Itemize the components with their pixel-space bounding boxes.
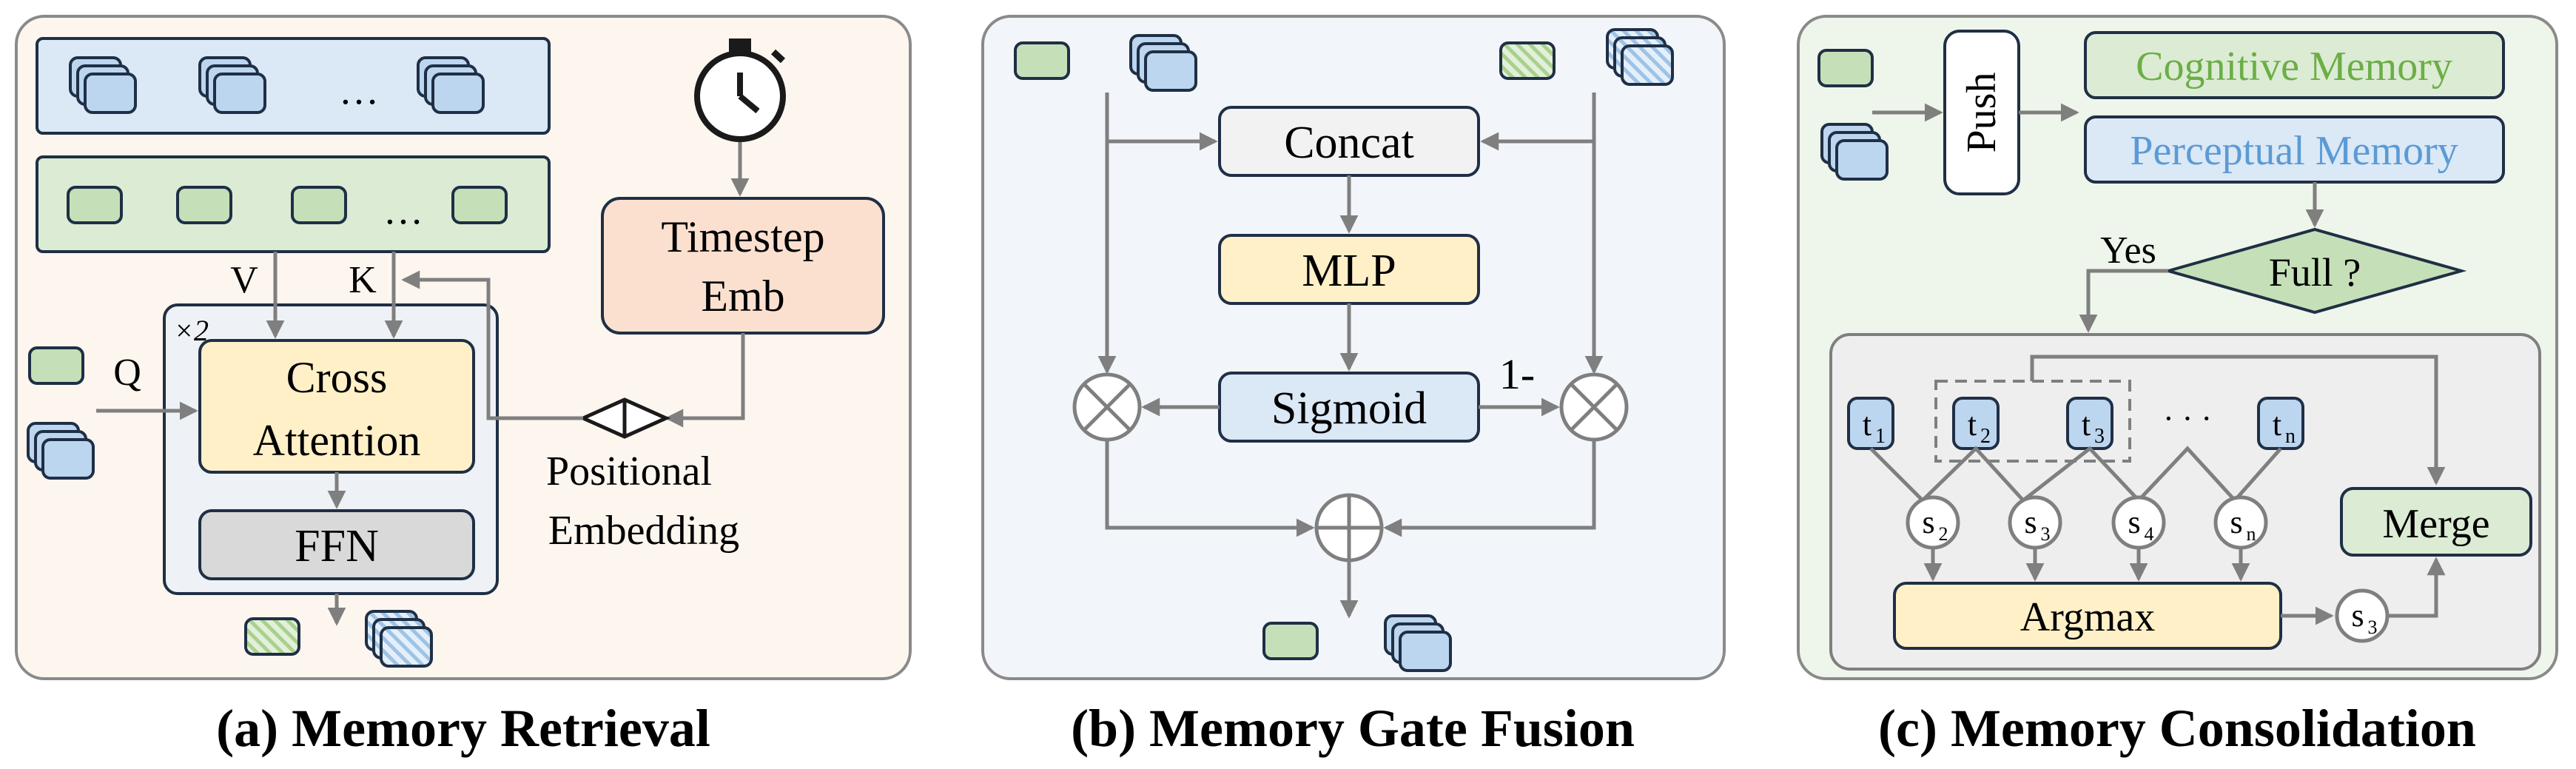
cross-attention-label: Cross: [286, 353, 388, 402]
token-t3: t 3: [2066, 397, 2113, 450]
cognitive-token: [1014, 41, 1070, 80]
cognitive-token: [176, 186, 232, 224]
one-minus-label: 1-: [1499, 350, 1535, 398]
token-t2: t 2: [1952, 397, 2000, 450]
caption-memory-consolidation: (c) Memory Consolidation: [1878, 699, 2476, 758]
arrow: [2387, 557, 2446, 618]
cognitive-token: [67, 186, 123, 224]
svg-text:t: t: [1968, 406, 1977, 443]
query-blue-token: [27, 422, 95, 480]
score-sn: s n: [2213, 495, 2268, 550]
positional-embedding-icon: [578, 397, 671, 439]
timestep-label: Emb: [701, 272, 784, 320]
ellipsis: …: [383, 188, 423, 232]
merge-box: [2340, 487, 2532, 557]
perceptual-token: [69, 56, 137, 114]
query-green-token: [28, 346, 84, 385]
perceptual-memory-store: [2084, 115, 2505, 184]
perceptual-token: [417, 56, 485, 114]
multiply-icon: [1559, 372, 1629, 442]
v-label: V: [230, 259, 258, 301]
svg-text:t: t: [2273, 406, 2281, 443]
add-icon: [1314, 493, 1384, 563]
new-perceptual-token: [1820, 123, 1889, 181]
similarity-links: [1869, 446, 2282, 503]
retrieved-cognitive-token: [1499, 41, 1556, 80]
svg-text:s: s: [2024, 504, 2037, 540]
arrow: [2079, 269, 2168, 333]
svg-text:3: 3: [2041, 523, 2051, 545]
svg-text:3: 3: [2094, 425, 2105, 448]
selected-score-s3: s 3: [2335, 588, 2390, 643]
mlp-label: MLP: [1302, 246, 1396, 296]
arrow: [1383, 440, 1596, 537]
panel-memory-gate-fusion: Concat MLP Sigmoid 1-: [981, 15, 1726, 758]
cross-attention-label: Attention: [253, 416, 421, 465]
arrow: [2030, 355, 2446, 486]
cognitive-token: [451, 186, 508, 224]
multiply-icon: [1072, 372, 1142, 442]
score-s3: s 3: [2008, 495, 2062, 550]
ellipsis: · · ·: [2163, 400, 2212, 437]
full-label: Full ?: [2269, 250, 2361, 295]
stopwatch-icon: [694, 38, 786, 142]
full-decision: [2162, 227, 2467, 315]
ffn-box: [198, 509, 475, 580]
arrow: [1105, 440, 1315, 537]
merge-label: Merge: [2382, 501, 2489, 547]
repeat-label: ×2: [174, 314, 209, 347]
panel-b-background: [981, 15, 1726, 680]
arrow: [401, 270, 583, 420]
svg-text:t: t: [2082, 406, 2091, 443]
new-cognitive-token: [1817, 49, 1874, 87]
svg-text:n: n: [2285, 425, 2296, 448]
timestep-label: Timestep: [661, 212, 824, 261]
q-label: Q: [113, 352, 141, 394]
fused-cognitive-token: [1262, 622, 1319, 660]
fused-perceptual-token: [1384, 614, 1452, 672]
svg-text:2: 2: [1939, 523, 1948, 545]
positional-label: Positional: [546, 449, 712, 494]
score-s2: s 2: [1906, 495, 1960, 550]
cognitive-memory-label: Cognitive Memory: [2136, 44, 2452, 90]
output-blue-token: [365, 610, 433, 668]
yes-label: Yes: [2100, 229, 2156, 272]
svg-text:1: 1: [1875, 425, 1886, 448]
svg-text:4: 4: [2145, 523, 2154, 545]
svg-text:s: s: [1922, 504, 1934, 540]
retrieved-perceptual-token: [1606, 28, 1674, 86]
cognitive-memory-store: [2084, 31, 2505, 99]
caption-memory-retrieval: (a) Memory Retrieval: [216, 699, 710, 758]
svg-text:s: s: [2230, 504, 2242, 540]
panel-memory-consolidation: Push Cognitive Memory Perceptual Memory …: [1797, 15, 2558, 758]
argmax-label: Argmax: [2020, 594, 2156, 640]
positional-label: Embedding: [548, 508, 739, 554]
k-label: K: [349, 259, 377, 301]
svg-text:s: s: [2351, 597, 2364, 634]
push-label: Push: [1959, 73, 2005, 153]
svg-text:t: t: [1863, 406, 1872, 443]
sigmoid-label: Sigmoid: [1271, 383, 1427, 434]
concat-label: Concat: [1284, 118, 1414, 168]
svg-text:n: n: [2247, 523, 2256, 545]
ffn-label: FFN: [295, 521, 379, 571]
ellipsis: …: [339, 68, 379, 113]
perceptual-memory-label: Perceptual Memory: [2130, 128, 2458, 174]
token-tn: t n: [2257, 397, 2304, 450]
cognitive-token: [291, 186, 347, 224]
token-t1: t 1: [1847, 397, 1894, 450]
score-s4: s 4: [2111, 495, 2166, 550]
caption-memory-gate-fusion: (b) Memory Gate Fusion: [1071, 699, 1635, 758]
panel-memory-retrieval: … … Timestep Emb ×2 Cross Attention FFN: [15, 15, 912, 758]
perceptual-token: [198, 56, 266, 114]
arrow: [665, 333, 745, 428]
svg-text:3: 3: [2368, 617, 2378, 638]
perceptual-token: [1129, 34, 1197, 92]
output-green-token: [244, 617, 300, 656]
svg-text:s: s: [2128, 504, 2140, 540]
svg-text:2: 2: [1980, 425, 1991, 448]
